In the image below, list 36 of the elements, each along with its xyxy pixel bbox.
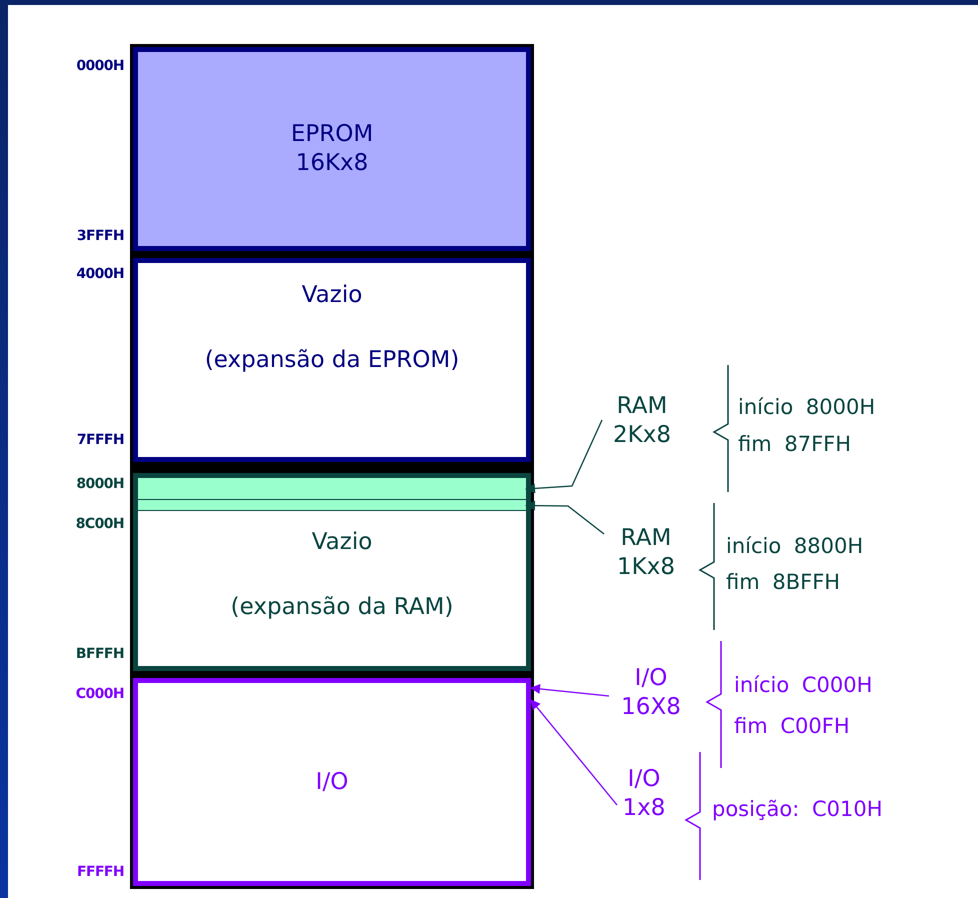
arrow: [525, 500, 604, 535]
callout-label: RAM 1Kx8: [596, 524, 696, 582]
address-label: BFFFH: [74, 646, 124, 662]
address-label: 4000H: [75, 266, 124, 282]
arrow: [530, 699, 618, 806]
memory-strip: [138, 500, 526, 511]
address-label: FFFFH: [76, 864, 124, 880]
callout-label: I/O 1x8: [603, 765, 685, 822]
memory-strip: [138, 478, 526, 500]
memory-block: [133, 47, 531, 251]
address-range-label: fim 8BFFH: [726, 570, 840, 594]
callout-label: I/O 16X8: [603, 664, 699, 722]
memory-block: [133, 473, 531, 671]
arrow: [530, 684, 610, 697]
address-range-label: fim C00FH: [734, 714, 850, 738]
block-label: Vazio: [302, 281, 362, 310]
address-label: 0000H: [75, 58, 124, 74]
address-range-label: início 8000H: [738, 395, 876, 419]
address-range-label: posição: C010H: [712, 797, 883, 821]
address-label: 8000H: [75, 476, 124, 492]
block-label: (expansão da EPROM): [204, 346, 460, 374]
block-label: Vazio: [312, 528, 372, 557]
callout-label: RAM 2Kx8: [592, 392, 692, 450]
block-label: EPROM 16Kx8: [290, 120, 374, 178]
memory-block: [133, 678, 531, 886]
address-label: C000H: [74, 686, 124, 702]
memory-block: [133, 258, 531, 462]
address-range-label: fim 87FFH: [738, 432, 852, 456]
arrow: [525, 420, 603, 494]
address-range-label: início 8800H: [726, 534, 864, 558]
address-range-label: início C000H: [734, 673, 872, 697]
block-label: I/O: [316, 768, 348, 796]
address-label: 7FFFH: [76, 432, 124, 448]
block-label: (expansão da RAM): [230, 592, 454, 622]
address-label: 3FFFH: [76, 228, 124, 244]
address-label: 8C00H: [74, 516, 124, 532]
